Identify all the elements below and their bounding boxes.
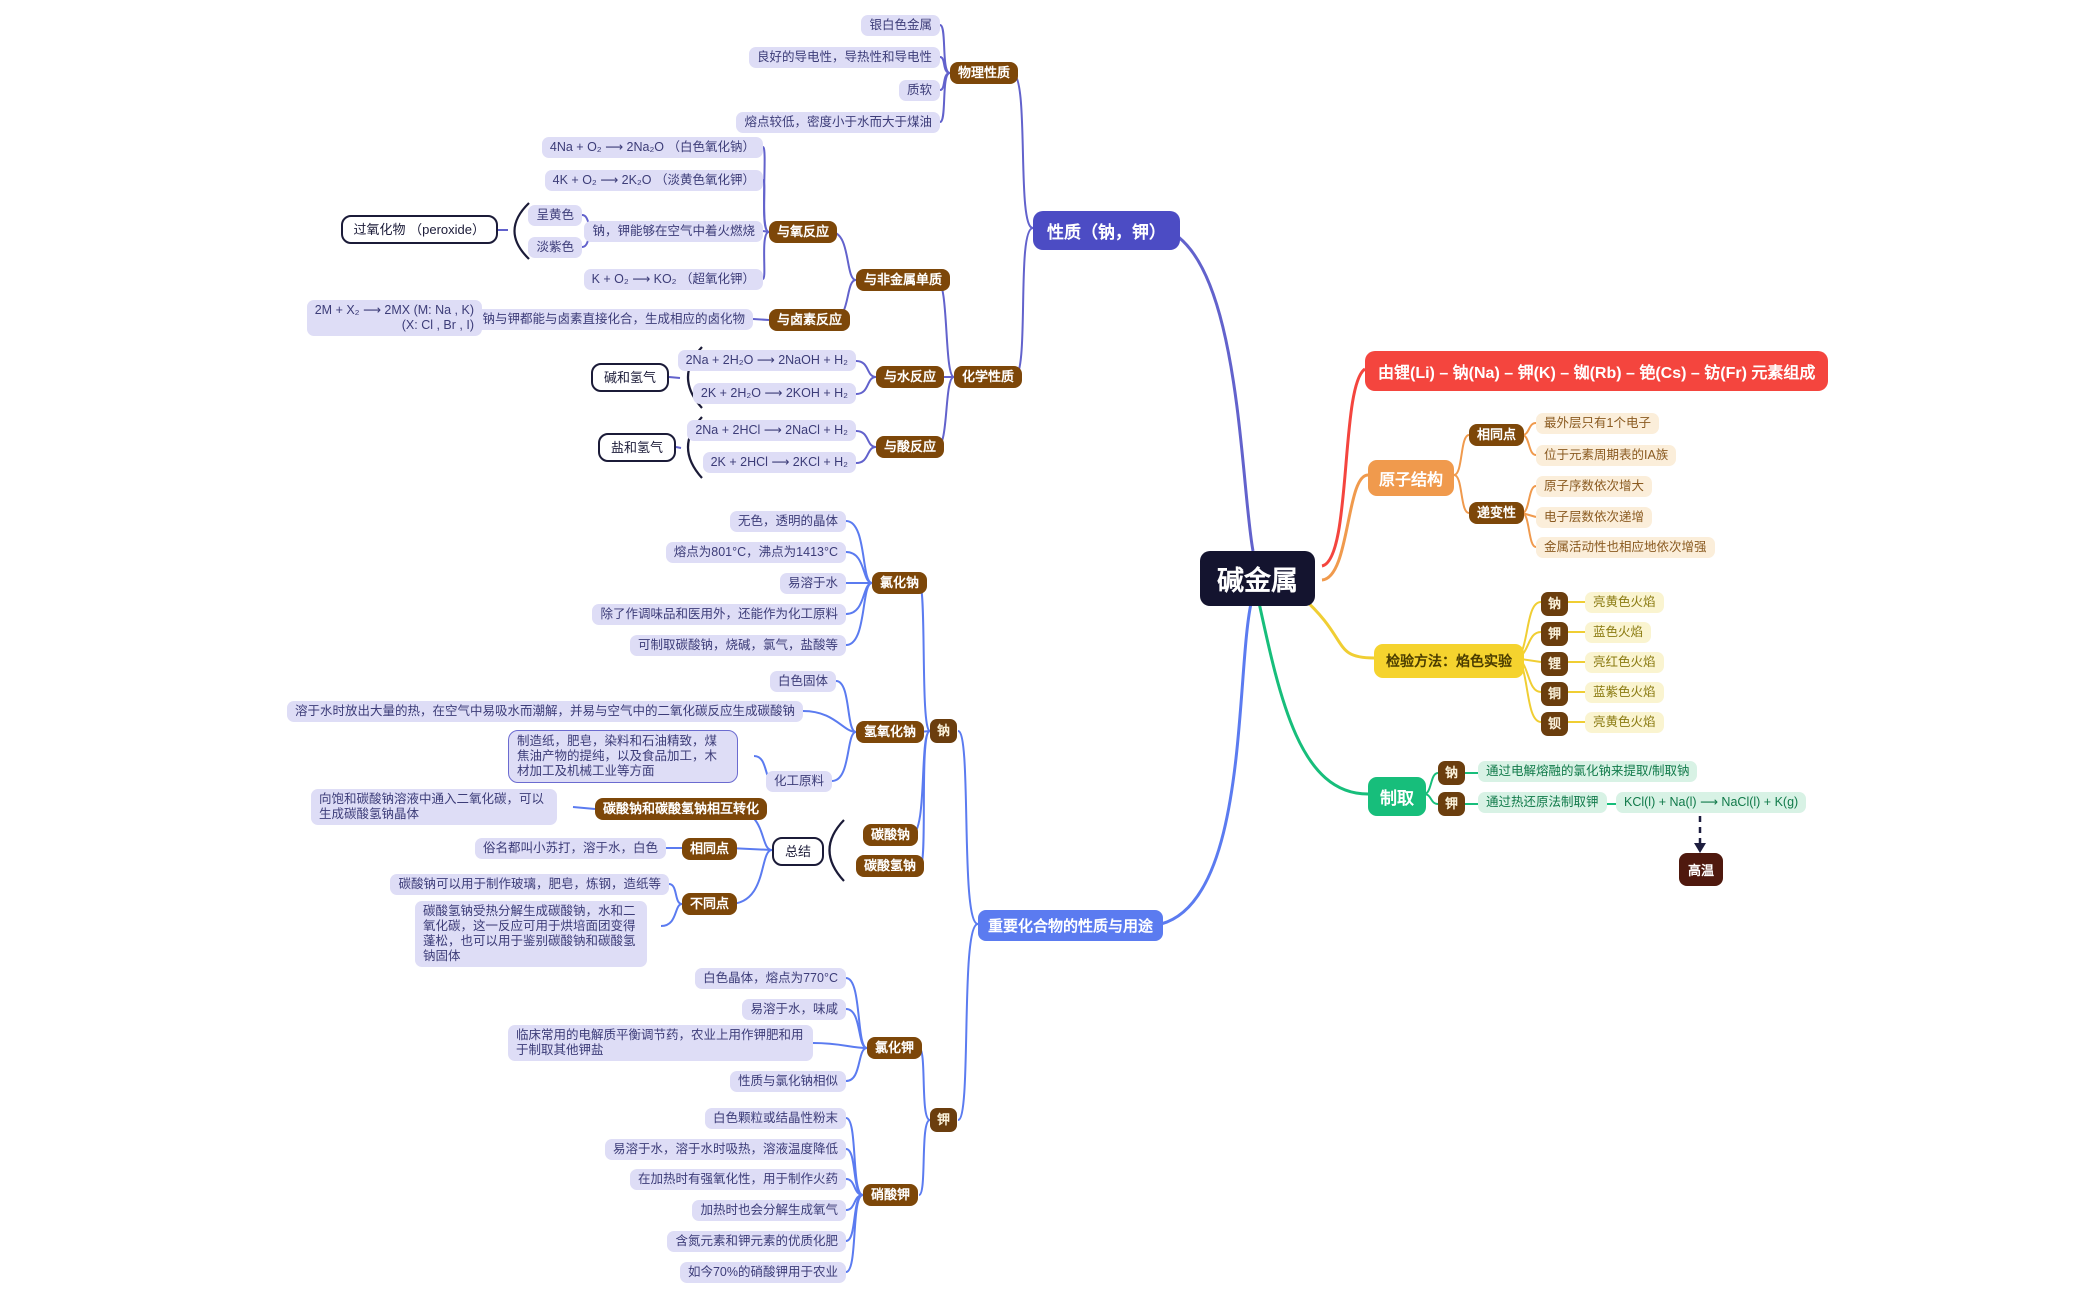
node-similarities[interactable]: 相同点 — [1469, 424, 1525, 446]
node-carbonate-conversion[interactable]: 碳酸钠和碳酸氢钠相互转化 — [595, 798, 768, 820]
leaf-flame-k-color[interactable]: 蓝色火焰 — [1585, 622, 1652, 643]
halogen-eq-line1: 2M + X₂ ⟶ 2MX (M: Na , K) — [314, 303, 474, 317]
leaf-prep-k-method[interactable]: 通过热还原法制取钾 — [1478, 792, 1607, 813]
leaf-nacl-products[interactable]: 可制取碳酸钠，烧碱，氯气，盐酸等 — [629, 635, 846, 656]
tag-flame-ba[interactable]: 钡 — [1541, 712, 1569, 736]
node-carbonate-summary[interactable]: 总结 — [772, 837, 825, 866]
tag-prep-na[interactable]: 钠 — [1438, 761, 1466, 785]
leaf-flame-na-color[interactable]: 亮黄色火焰 — [1585, 592, 1664, 613]
leaf-kno3-oxidizer[interactable]: 在加热时有强氧化性，用于制作火药 — [629, 1169, 846, 1190]
leaf-nacl-crystal[interactable]: 无色，透明的晶体 — [729, 511, 846, 532]
node-high-temperature[interactable]: 高温 — [1679, 853, 1724, 886]
node-base-and-hydrogen[interactable]: 碱和氢气 — [590, 363, 669, 392]
tag-flame-na[interactable]: 钠 — [1541, 592, 1569, 616]
leaf-kcl-crystal[interactable]: 白色晶体，熔点为770°C — [695, 968, 846, 989]
leaf-atomic-number[interactable]: 原子序数依次增大 — [1536, 476, 1653, 497]
node-naoh[interactable]: 氢氧化钠 — [856, 721, 925, 743]
halogen-eq-line2: (X: Cl , Br , I) — [401, 318, 474, 332]
leaf-kcl-soluble[interactable]: 易溶于水，味咸 — [742, 999, 846, 1020]
leaf-halogen-desc[interactable]: 钠与钾都能与卤素直接化合，生成相应的卤化物 — [474, 309, 753, 330]
leaf-burn-in-air[interactable]: 钠，钾能够在空气中着火燃烧 — [584, 221, 763, 242]
tag-flame-k[interactable]: 钾 — [1541, 622, 1569, 646]
leaf-eq-na2o[interactable]: 4Na + O₂ ⟶ 2Na₂O （白色氧化钠） — [541, 137, 763, 158]
leaf-eq-k2o[interactable]: 4K + O₂ ⟶ 2K₂O （淡黄色氧化钾） — [544, 170, 763, 191]
leaf-outer-electron[interactable]: 最外层只有1个电子 — [1536, 413, 1659, 434]
leaf-eq-ko2[interactable]: K + O₂ ⟶ KO₂ （超氧化钾） — [583, 269, 763, 290]
central-topic[interactable]: 碱金属 — [1200, 551, 1315, 606]
leaf-prep-k-equation[interactable]: KCl(l) + Na(l) ⟶ NaCl(l) + K(g) — [1616, 792, 1807, 813]
leaf-eq-kcl[interactable]: 2K + 2HCl ⟶ 2KCl + H₂ — [702, 452, 856, 473]
leaf-kno3-powder[interactable]: 白色颗粒或结晶性粉末 — [704, 1108, 846, 1129]
node-oxygen-reaction[interactable]: 与氧反应 — [769, 221, 838, 243]
node-chemical-properties[interactable]: 化学性质 — [954, 366, 1023, 388]
tag-compounds-na[interactable]: 钠 — [930, 719, 958, 743]
node-acid-reaction[interactable]: 与酸反应 — [876, 436, 945, 458]
leaf-eq-koh[interactable]: 2K + 2H₂O ⟶ 2KOH + H₂ — [692, 383, 856, 404]
leaf-kno3-agriculture[interactable]: 如今70%的硝酸钾用于农业 — [679, 1262, 846, 1283]
branch-atomic-structure[interactable]: 原子结构 — [1368, 460, 1455, 496]
leaf-kno3-endothermic[interactable]: 易溶于水，溶于水时吸热，溶液温度降低 — [604, 1139, 846, 1160]
node-halogen-reaction[interactable]: 与卤素反应 — [769, 309, 851, 331]
leaf-conductivity[interactable]: 良好的导电性，导热性和导电性 — [748, 47, 940, 68]
leaf-naoh-dissolve[interactable]: 溶于水时放出大量的热，在空气中易吸水而潮解，并易与空气中的二氧化碳反应生成碳酸钠 — [286, 701, 803, 722]
leaf-violet-color[interactable]: 淡紫色 — [528, 237, 582, 258]
leaf-kno3-fertilizer[interactable]: 含氮元素和钾元素的优质化肥 — [667, 1231, 846, 1252]
node-water-reaction[interactable]: 与水反应 — [876, 366, 945, 388]
node-nonmetal-reaction[interactable]: 与非金属单质 — [856, 269, 951, 291]
leaf-flame-ba-color[interactable]: 亮黄色火焰 — [1585, 712, 1664, 733]
leaf-eq-nacl[interactable]: 2Na + 2HCl ⟶ 2NaCl + H₂ — [687, 420, 856, 441]
leaf-nacl-melting[interactable]: 熔点为801°C，沸点为1413°C — [665, 542, 846, 563]
node-peroxide[interactable]: 过氧化物 （peroxide） — [340, 215, 498, 244]
branch-composition[interactable]: 由锂(Li) – 钠(Na) – 钾(K) – 铷(Rb) – 铯(Cs) – … — [1365, 351, 1829, 391]
node-na2co3[interactable]: 碳酸钠 — [863, 824, 919, 846]
leaf-kno3-oxygen[interactable]: 加热时也会分解生成氧气 — [692, 1200, 846, 1221]
leaf-nacl-soluble[interactable]: 易溶于水 — [779, 573, 846, 594]
node-nacl[interactable]: 氯化钠 — [872, 572, 928, 594]
leaf-carbonate-diff-glass[interactable]: 碳酸钠可以用于制作玻璃，肥皂，炼钢，造纸等 — [390, 874, 669, 895]
leaf-flame-li-color[interactable]: 亮红色火焰 — [1585, 652, 1664, 673]
node-salt-and-hydrogen[interactable]: 盐和氢气 — [597, 433, 676, 462]
node-carbonate-diff[interactable]: 不同点 — [682, 893, 738, 915]
leaf-electron-shells[interactable]: 电子层数依次递增 — [1536, 507, 1653, 528]
node-kno3[interactable]: 硝酸钾 — [863, 1184, 919, 1206]
leaf-soft[interactable]: 质软 — [898, 80, 940, 101]
branch-preparation[interactable]: 制取 — [1368, 777, 1426, 816]
leaf-yellow-color[interactable]: 呈黄色 — [528, 205, 582, 226]
leaf-carbonate-conversion-desc[interactable]: 向饱和碳酸钠溶液中通入二氧化碳，可以生成碳酸氢钠晶体 — [311, 789, 557, 825]
leaf-nacl-uses[interactable]: 除了作调味品和医用外，还能作为化工原料 — [592, 604, 846, 625]
leaf-group-ia[interactable]: 位于元素周期表的IA族 — [1536, 445, 1677, 466]
leaf-kcl-medical[interactable]: 临床常用的电解质平衡调节药，农业上用作钾肥和用于制取其他钾盐 — [508, 1025, 813, 1061]
tag-prep-k[interactable]: 钾 — [1438, 792, 1466, 816]
tag-flame-li[interactable]: 锂 — [1541, 652, 1569, 676]
leaf-kcl-similar[interactable]: 性质与氯化钠相似 — [729, 1071, 846, 1092]
leaf-melting-density[interactable]: 熔点较低，密度小于水而大于煤油 — [736, 112, 940, 133]
leaf-metal-activity[interactable]: 金属活动性也相应地依次增强 — [1536, 537, 1715, 558]
branch-flame-test[interactable]: 检验方法：焰色实验 — [1374, 644, 1524, 678]
branch-properties[interactable]: 性质（钠，钾） — [1033, 211, 1180, 250]
tag-flame-cu[interactable]: 铜 — [1541, 682, 1569, 706]
leaf-naoh-solid[interactable]: 白色固体 — [769, 671, 836, 692]
node-nahco3[interactable]: 碳酸氢钠 — [856, 855, 925, 877]
leaf-flame-cu-color[interactable]: 蓝紫色火焰 — [1585, 682, 1664, 703]
leaf-eq-naoh[interactable]: 2Na + 2H₂O ⟶ 2NaOH + H₂ — [677, 350, 856, 371]
node-physical-properties[interactable]: 物理性质 — [950, 62, 1019, 84]
leaf-silver-metal[interactable]: 银白色金属 — [861, 15, 940, 36]
leaf-halogen-equation[interactable]: 2M + X₂ ⟶ 2MX (M: Na , K) (X: Cl , Br , … — [306, 300, 482, 336]
leaf-carbonate-same-desc[interactable]: 俗名都叫小苏打，溶于水，白色 — [474, 838, 666, 859]
leaf-naoh-industrial[interactable]: 化工原料 — [765, 771, 832, 792]
node-kcl[interactable]: 氯化钾 — [867, 1037, 923, 1059]
leaf-prep-na-method[interactable]: 通过电解熔融的氯化钠来提取/制取钠 — [1478, 761, 1698, 782]
tag-compounds-k[interactable]: 钾 — [930, 1108, 958, 1132]
leaf-naoh-industrial-uses[interactable]: 制造纸，肥皂，染料和石油精致，煤焦油产物的提纯，以及食品加工，木材加工及机械工业… — [508, 730, 738, 783]
node-carbonate-same[interactable]: 相同点 — [682, 838, 738, 860]
node-trends[interactable]: 递变性 — [1469, 502, 1525, 524]
high-temp-arrow — [1694, 816, 1706, 853]
leaf-carbonate-diff-decompose[interactable]: 碳酸氢钠受热分解生成碳酸钠，水和二氧化碳，这一反应可用于烘培面团变得蓬松，也可以… — [415, 901, 647, 967]
branch-important-compounds[interactable]: 重要化合物的性质与用途 — [978, 910, 1164, 941]
